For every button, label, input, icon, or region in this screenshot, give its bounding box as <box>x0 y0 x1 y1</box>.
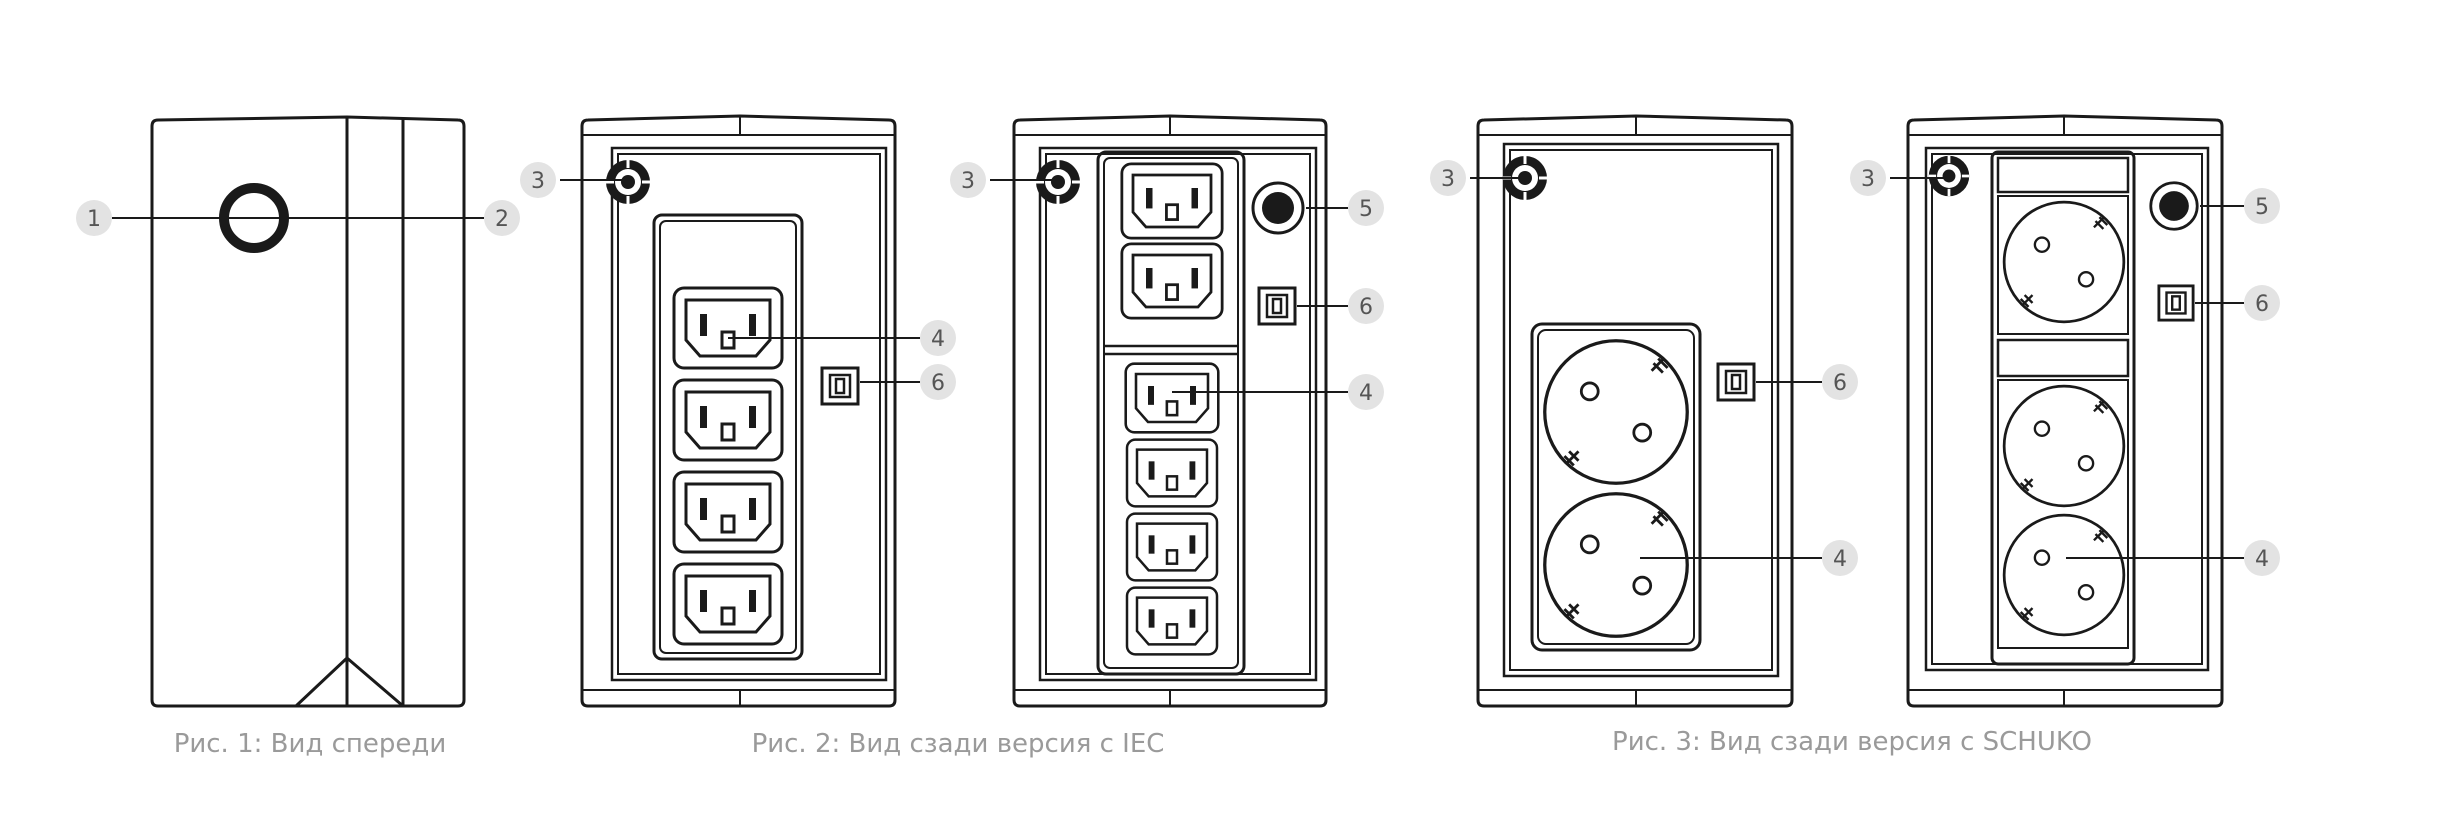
callout-2-label: 2 <box>495 207 509 232</box>
callout-4-fig2b: 4 <box>1348 374 1384 410</box>
callout-5-label: 5 <box>2255 195 2269 220</box>
callout-3-label: 3 <box>1441 167 1455 192</box>
callout-6-fig3a: 6 <box>1822 364 1858 400</box>
callout-6-label: 6 <box>2255 292 2269 317</box>
callout-6-label: 6 <box>1833 371 1847 396</box>
callout-4-label: 4 <box>931 327 945 352</box>
callout-badges: 1 2 3 4 6 3 5 6 4 3 6 4 3 5 6 4 <box>76 160 2280 576</box>
callout-4-fig3b: 4 <box>2244 540 2280 576</box>
callout-3-fig3b: 3 <box>1850 160 1886 196</box>
callout-3-label: 3 <box>1861 167 1875 192</box>
callout-1-label: 1 <box>87 207 101 232</box>
caption-fig1: Рис. 1: Вид спереди <box>174 729 447 759</box>
callout-6-label: 6 <box>931 371 945 396</box>
callout-1: 1 <box>76 200 112 236</box>
callout-5-fig2b: 5 <box>1348 190 1384 226</box>
callout-6-fig3b: 6 <box>2244 285 2280 321</box>
rear-view-schuko-b <box>1906 114 2224 708</box>
callout-5-label: 5 <box>1359 197 1373 222</box>
callout-3-label: 3 <box>961 169 975 194</box>
callout-3-label: 3 <box>531 169 545 194</box>
callout-4-label: 4 <box>1359 381 1373 406</box>
rear-view-schuko-a <box>1476 114 1794 708</box>
callout-6-fig2b: 6 <box>1348 288 1384 324</box>
rear-view-iec-a <box>580 114 897 708</box>
callout-3-fig2a: 3 <box>520 162 556 198</box>
callout-4-fig2a: 4 <box>920 320 956 356</box>
callout-6-fig2a: 6 <box>920 364 956 400</box>
callout-3-fig2b: 3 <box>950 162 986 198</box>
caption-fig3: Рис. 3: Вид сзади версия с SCHUKO <box>1612 727 2092 757</box>
callout-4-label: 4 <box>2255 547 2269 572</box>
callout-5-fig3b: 5 <box>2244 188 2280 224</box>
callout-2: 2 <box>484 200 520 236</box>
front-view <box>150 115 466 708</box>
callout-6-label: 6 <box>1359 295 1373 320</box>
leader-lines <box>112 177 2244 559</box>
caption-fig2: Рис. 2: Вид сзади версия с IEC <box>752 729 1165 759</box>
callout-4-label: 4 <box>1833 547 1847 572</box>
rear-view-iec-b <box>1012 114 1328 708</box>
callout-4-fig3a: 4 <box>1822 540 1858 576</box>
callout-3-fig3a: 3 <box>1430 160 1466 196</box>
